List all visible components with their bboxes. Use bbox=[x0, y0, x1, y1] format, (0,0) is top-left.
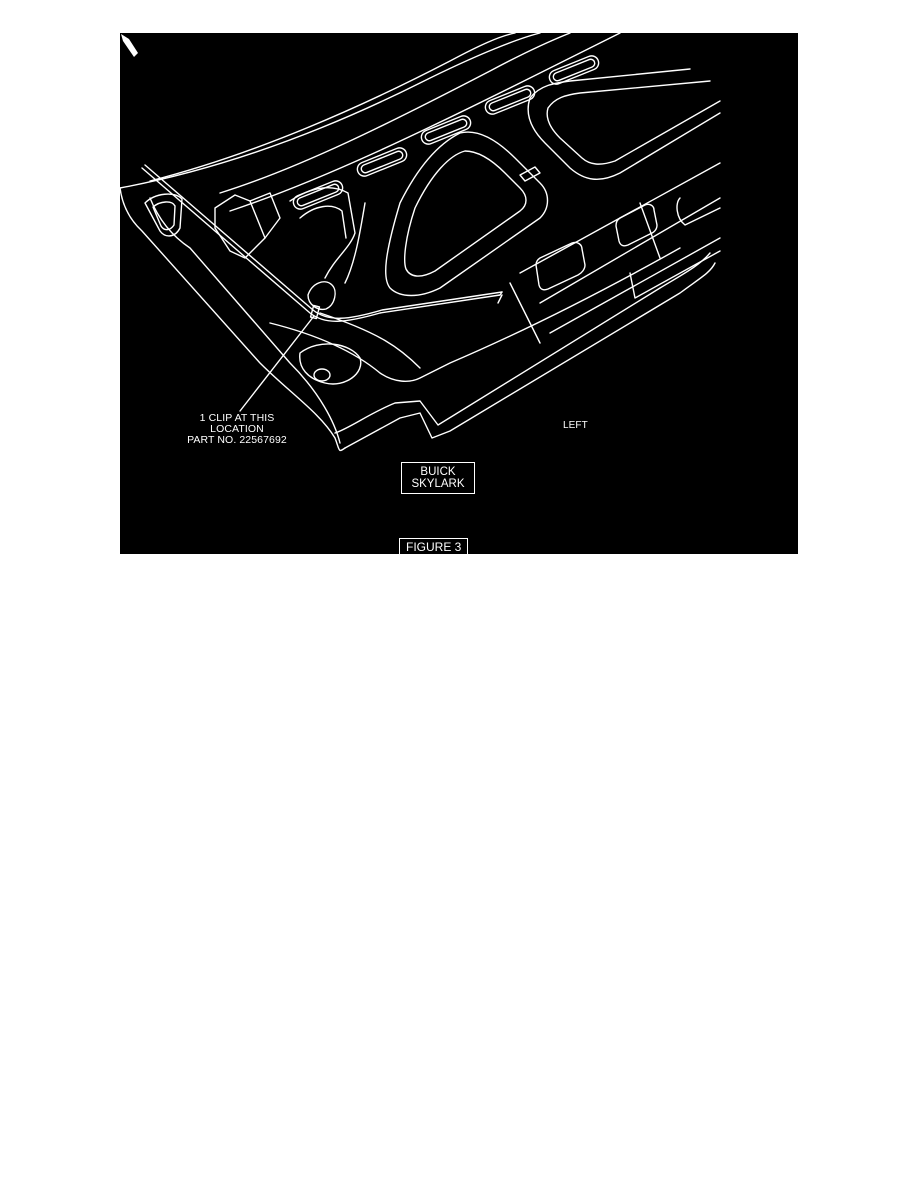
figure-caption: FIGURE 3 bbox=[399, 538, 469, 554]
callout-line-2: LOCATION bbox=[210, 423, 264, 435]
direction-arrow-icon bbox=[121, 34, 138, 57]
model-label-line-2: SKYLARK bbox=[411, 478, 465, 490]
direction-label: LEFT bbox=[563, 420, 588, 431]
figure-panel: 1 CLIP AT THIS LOCATION PART NO. 2256769… bbox=[120, 33, 798, 554]
model-label-box: BUICK SKYLARK bbox=[401, 462, 475, 494]
clip-callout: 1 CLIP AT THIS LOCATION PART NO. 2256769… bbox=[172, 413, 302, 446]
callout-part-number: PART NO. 22567692 bbox=[187, 434, 287, 446]
callout-line-1: 1 CLIP AT THIS bbox=[199, 412, 275, 424]
model-label-line-1: BUICK bbox=[420, 466, 456, 478]
deck-lid-line-drawing bbox=[120, 33, 721, 452]
